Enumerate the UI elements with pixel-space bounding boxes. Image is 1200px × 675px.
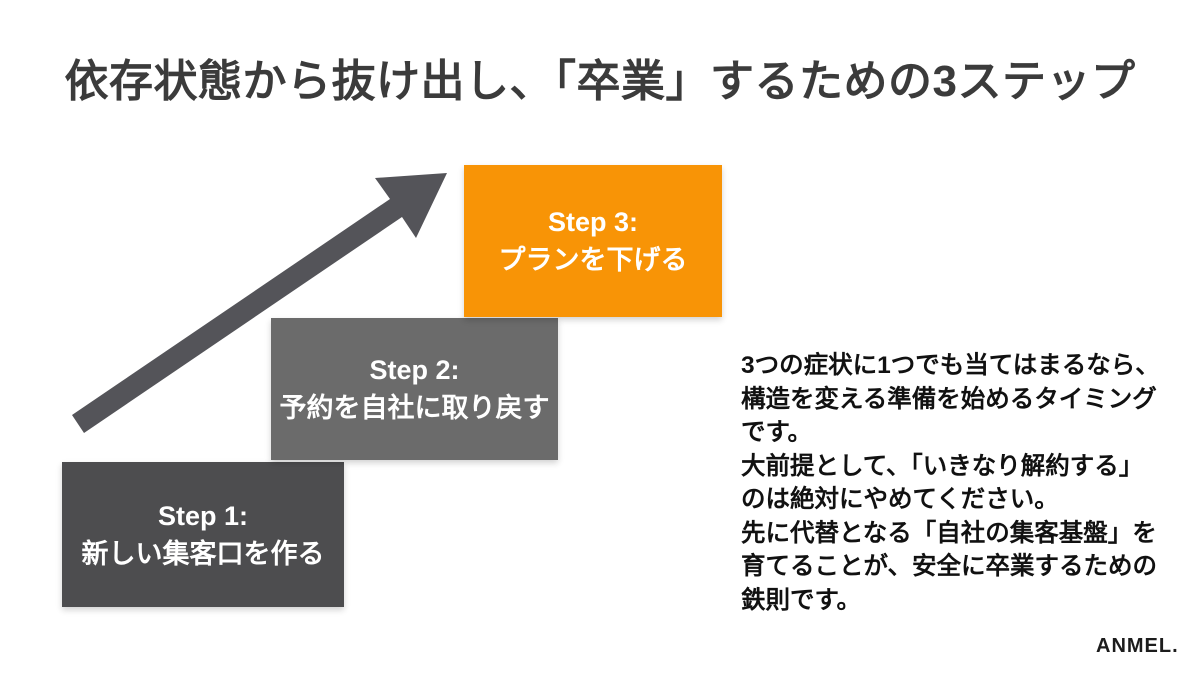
step-2-label: Step 2: 予約を自社に取り戻す (279, 355, 550, 423)
up-right-arrow-icon (72, 173, 447, 433)
step-1-box: Step 1: 新しい集客口を作る (62, 462, 344, 607)
step-1-label: Step 1: 新しい集客口を作る (81, 500, 325, 569)
anmel-logo: ANMEL. (1096, 635, 1179, 657)
step-3-box: Step 3: プランを下げる (464, 165, 722, 317)
slide-title: 依存状態から抜け出し、「卒業」するための3ステップ (64, 57, 1136, 106)
description-text: 3つの症状に1つでも当てはまるなら、 構造を変える準備を始めるタイミング です。… (741, 352, 1160, 614)
step-2-box: Step 2: 予約を自社に取り戻す (271, 318, 558, 460)
step-3-label: Step 3: プランを下げる (498, 207, 688, 275)
